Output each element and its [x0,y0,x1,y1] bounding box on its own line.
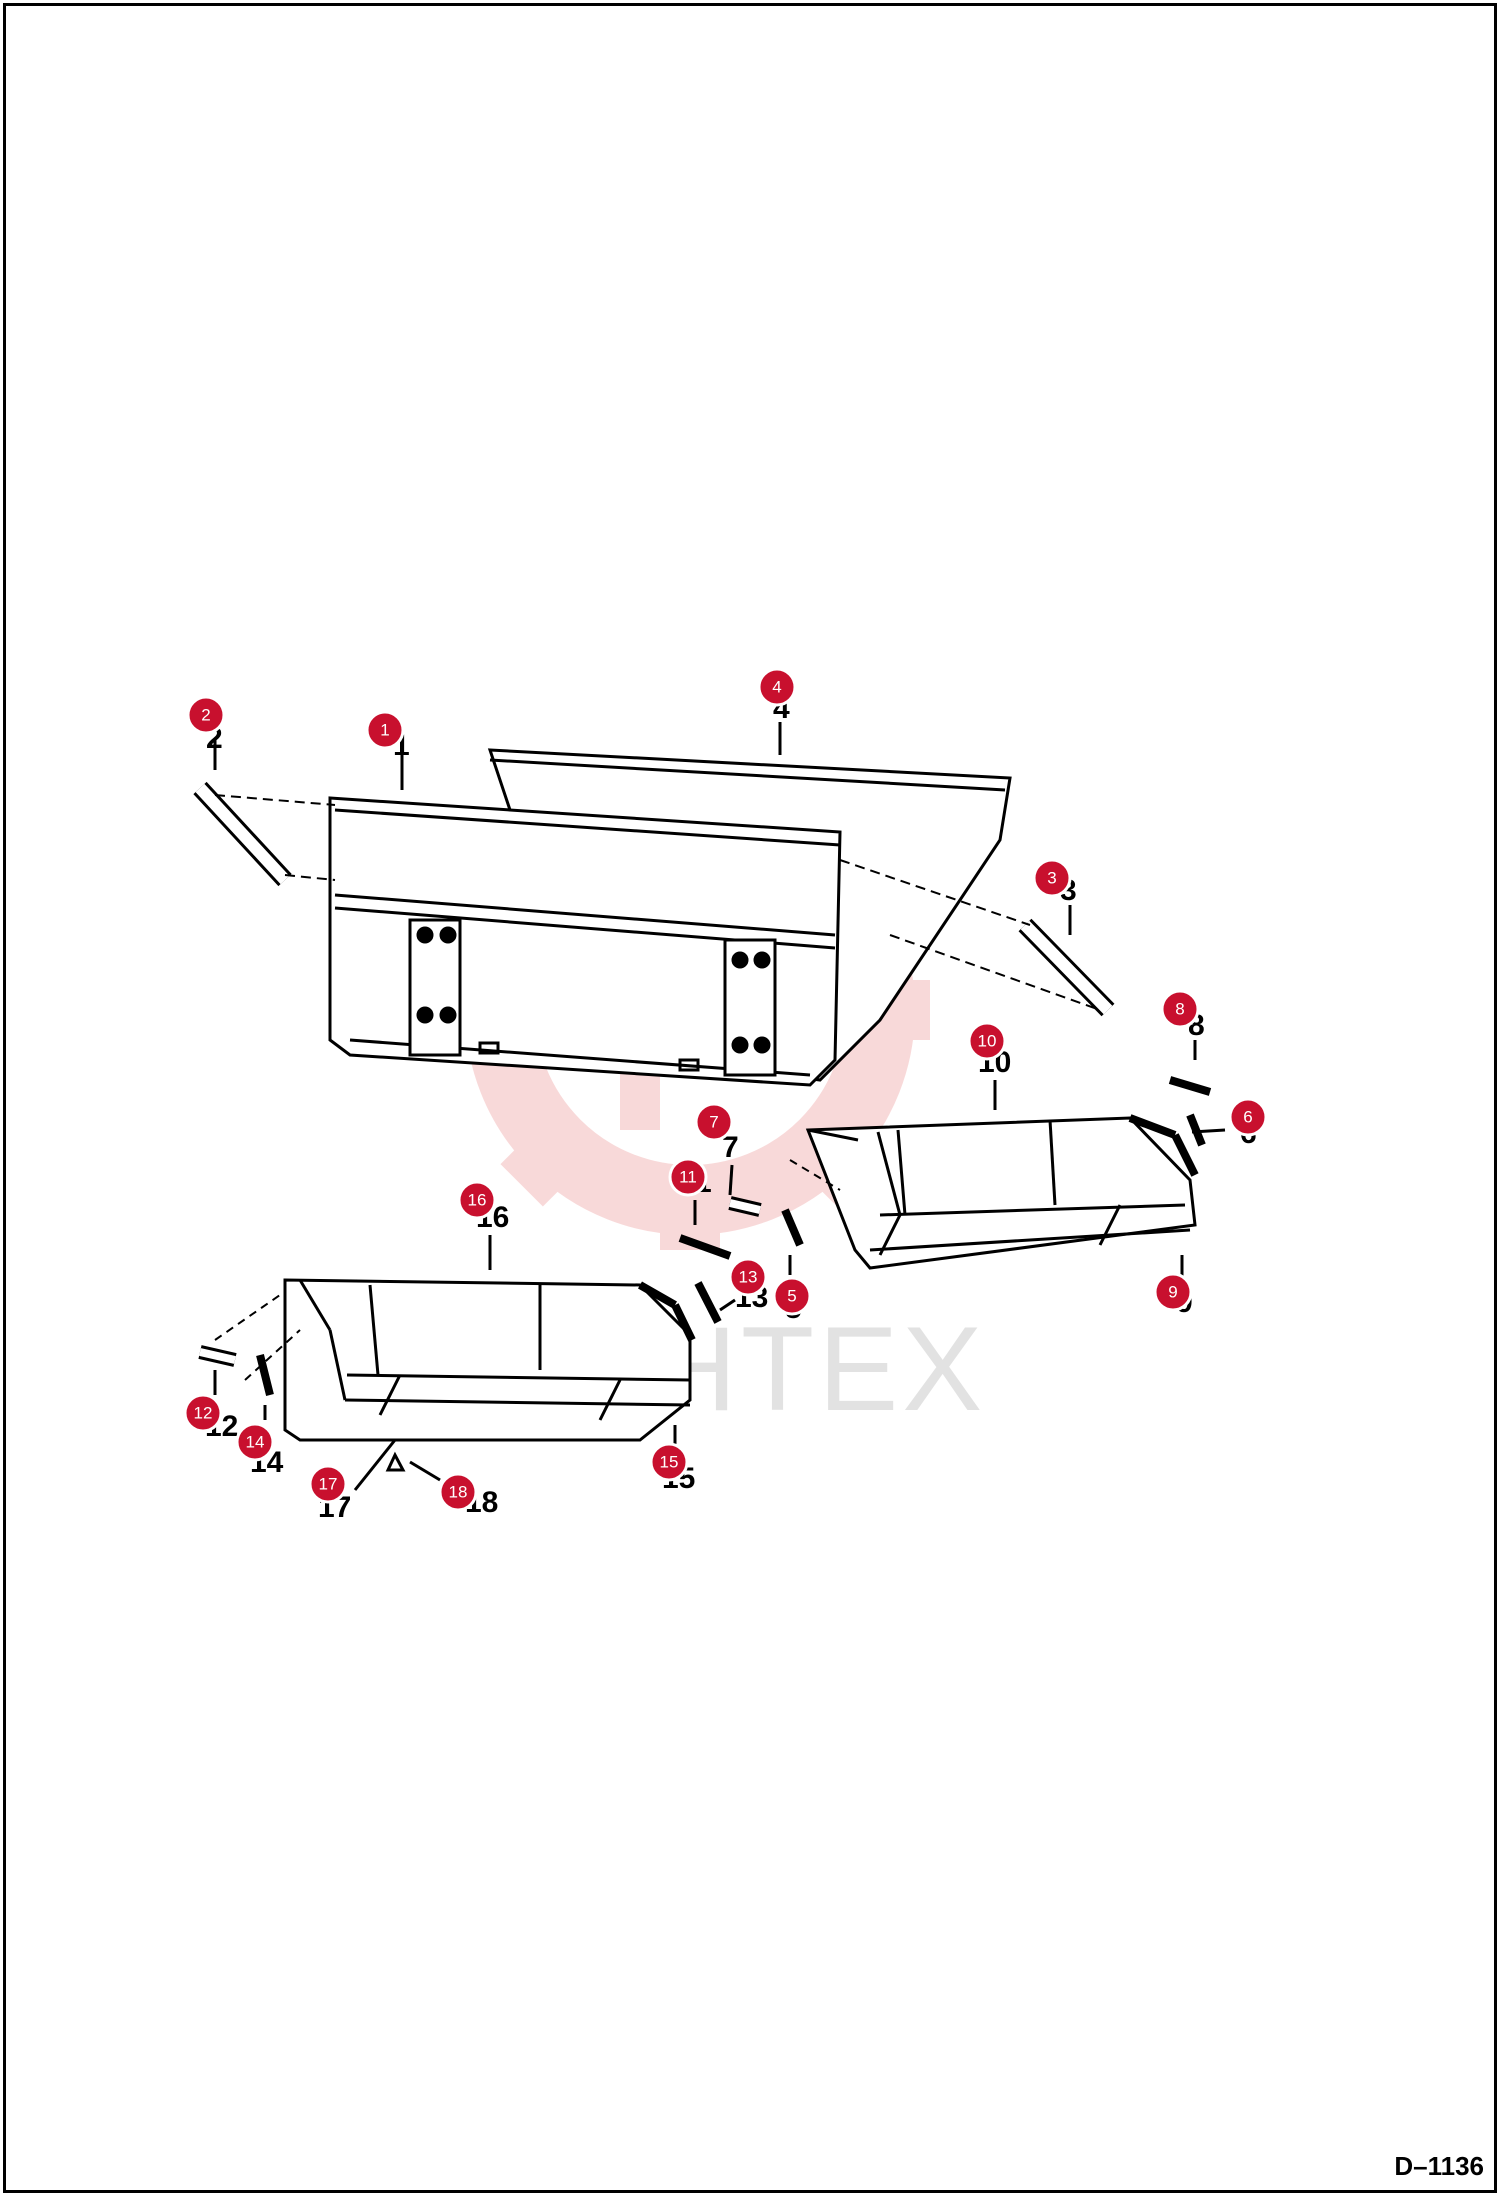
pin-3 [1018,918,1115,1017]
bucket-left [283,1278,692,1442]
callout-18[interactable]: 18 [438,1472,478,1512]
pin-11 [678,1234,732,1260]
bucket-main [328,748,1012,1087]
callout-12[interactable]: 12 [183,1393,223,1433]
svg-text:18: 18 [449,1483,468,1502]
part-18 [385,1451,406,1472]
svg-text:15: 15 [660,1453,679,1472]
callout-3[interactable]: 3 [1032,858,1072,898]
callout-8[interactable]: 8 [1160,989,1200,1029]
callout-4[interactable]: 4 [757,667,797,707]
svg-text:2: 2 [201,706,210,725]
callout-13[interactable]: 13 [728,1257,768,1297]
svg-text:13: 13 [739,1268,758,1287]
svg-text:10: 10 [978,1032,997,1051]
callout-14[interactable]: 14 [235,1422,275,1462]
callout-15[interactable]: 15 [649,1442,689,1482]
svg-text:16: 16 [468,1191,487,1210]
pin-5 [781,1208,804,1247]
svg-text:1: 1 [380,721,389,740]
svg-text:3: 3 [1047,869,1056,888]
callout-6[interactable]: 6 [1228,1097,1268,1137]
callout-7[interactable]: 7 [694,1102,734,1142]
callout-2[interactable]: 2 [186,695,226,735]
part-label-7: 7 [722,1131,739,1164]
callout-17[interactable]: 17 [308,1464,348,1504]
pin-6 [1186,1113,1206,1147]
svg-text:6: 6 [1243,1108,1252,1127]
callout-1[interactable]: 1 [365,710,405,750]
svg-text:9: 9 [1168,1283,1177,1302]
svg-text:7: 7 [709,1113,718,1132]
svg-text:12: 12 [194,1404,213,1423]
svg-text:11: 11 [679,1168,697,1187]
callout-16[interactable]: 16 [457,1180,497,1220]
pin-13 [694,1281,722,1324]
callout-5[interactable]: 5 [772,1276,812,1316]
leader-lines [213,722,1226,1482]
svg-text:8: 8 [1175,1000,1184,1019]
svg-text:14: 14 [246,1433,265,1452]
svg-text:5: 5 [787,1287,796,1306]
pin-2 [193,781,292,887]
pin-14 [256,1354,274,1396]
pin-12 [198,1345,237,1367]
drawing-id: D–1136 [1394,2151,1484,2181]
pin-8 [1168,1076,1212,1096]
part-17 [353,1439,397,1491]
pin-7 [728,1196,762,1217]
bucket-right [805,1116,1197,1270]
svg-text:17: 17 [319,1475,338,1494]
callout-11[interactable]: 11 [668,1157,708,1197]
callout-9[interactable]: 9 [1153,1272,1193,1312]
callout-10[interactable]: 10 [967,1021,1007,1061]
svg-text:4: 4 [772,678,781,697]
assembly-lines [214,794,1101,1011]
